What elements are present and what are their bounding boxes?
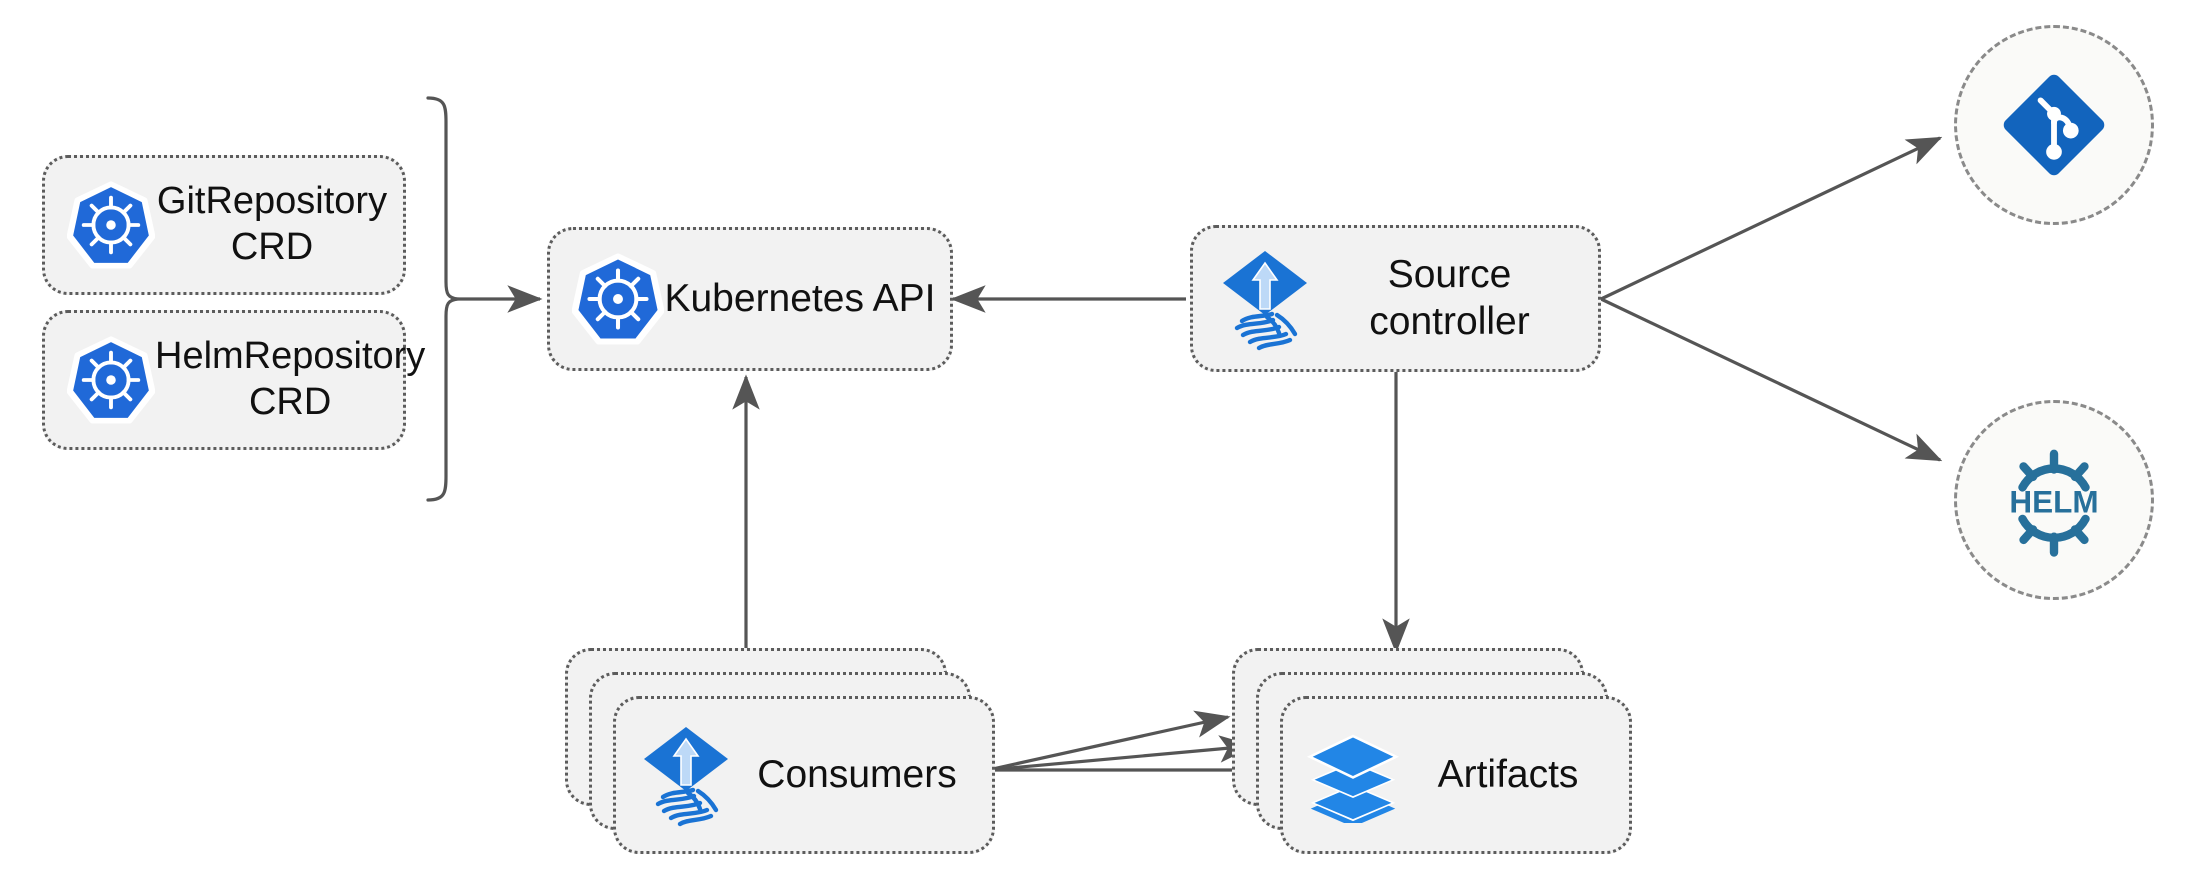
node-helmrepository-crd[interactable]: HelmRepository CRD [42, 310, 425, 450]
node-label: Consumers [757, 752, 957, 796]
kubernetes-icon [67, 336, 155, 424]
node-consumers[interactable]: Consumers [565, 648, 995, 854]
node-kubernetes-api[interactable]: Kubernetes API [547, 227, 953, 371]
node-label: HelmRepository CRD [155, 335, 426, 423]
node-gitrepository-crd[interactable]: GitRepository CRD [42, 155, 406, 295]
node-helm-source[interactable]: HELM [1954, 400, 2154, 600]
crd-group-brace [426, 96, 460, 502]
helm-wordmark: HELM [2009, 484, 2098, 520]
edge-source-to-helm [1600, 297, 1943, 462]
git-icon [1998, 69, 2110, 181]
node-label: Kubernetes API [664, 276, 936, 320]
helm-icon: HELM [1991, 437, 2117, 563]
kubernetes-icon [67, 181, 155, 269]
edge-source-to-git [1600, 136, 1943, 301]
flux-icon [1215, 247, 1315, 351]
node-git-source[interactable] [1954, 25, 2154, 225]
flux-icon [636, 723, 736, 827]
node-artifacts[interactable]: Artifacts [1232, 648, 1632, 854]
edge-consumers-to-artifacts-mid [987, 735, 1255, 772]
node-source-controller[interactable]: Source controller [1190, 225, 1601, 372]
node-label: GitRepository CRD [156, 180, 388, 268]
layers-icon [1305, 727, 1401, 823]
kubernetes-icon [572, 253, 664, 345]
node-label: Artifacts [1437, 752, 1579, 796]
edge-consumers-to-artifacts-back [987, 710, 1231, 772]
consumers-layer-front[interactable]: Consumers [613, 696, 995, 854]
artifacts-layer-front[interactable]: Artifacts [1280, 696, 1632, 854]
node-label: Source controller [1369, 252, 1530, 343]
